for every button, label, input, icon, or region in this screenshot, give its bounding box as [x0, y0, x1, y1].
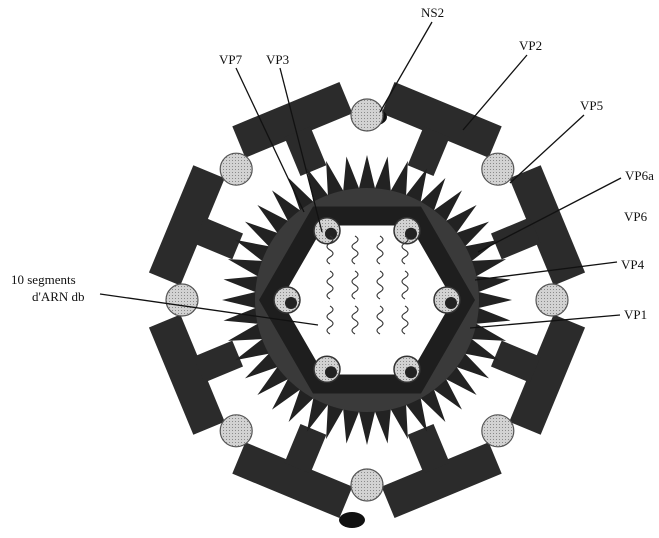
vp5-ball — [220, 153, 252, 185]
vp1-globule — [325, 366, 337, 378]
vp5-ball — [536, 284, 568, 316]
vp1-globule — [405, 366, 417, 378]
label-vp7: VP7 — [219, 53, 242, 67]
label-vp4: VP4 — [621, 258, 644, 272]
vp5-ball — [482, 153, 514, 185]
label-vp1: VP1 — [624, 308, 647, 322]
vp5-ball — [220, 415, 252, 447]
vp5-ball — [351, 469, 383, 501]
vp5-ball — [166, 284, 198, 316]
leader-line — [463, 55, 527, 130]
label-vp3: VP3 — [266, 53, 289, 67]
leader-line — [510, 115, 584, 183]
label-ns2: NS2 — [421, 6, 444, 20]
vp1-globule — [445, 297, 457, 309]
label-segments-line1: 10 segments — [11, 273, 76, 287]
label-vp5: VP5 — [580, 99, 603, 113]
vp5-ball — [482, 415, 514, 447]
vp1-globule — [285, 297, 297, 309]
label-vp2: VP2 — [519, 39, 542, 53]
vp5-ball — [351, 99, 383, 131]
vp1-globule — [325, 228, 337, 240]
label-segments-line2: d'ARN db — [32, 290, 85, 304]
label-vp6a: VP6a — [625, 169, 654, 183]
ns2-cap-bottom — [339, 512, 365, 528]
label-vp6: VP6 — [624, 210, 647, 224]
